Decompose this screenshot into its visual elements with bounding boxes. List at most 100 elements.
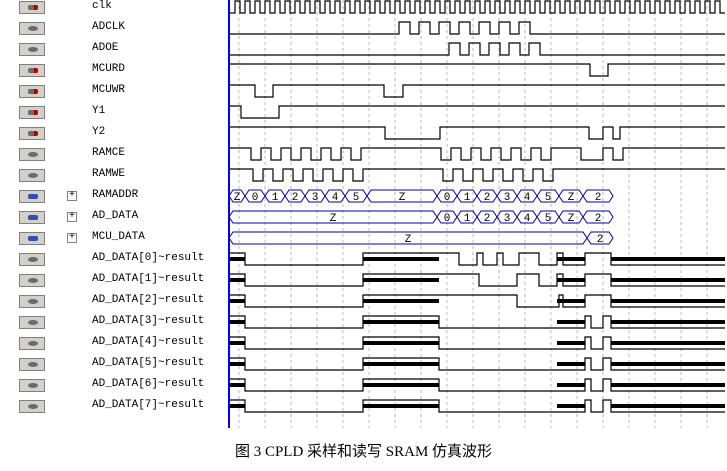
out-pin-icon — [19, 43, 45, 56]
ramaddr-value: 2 — [595, 192, 602, 204]
ad-data-value: 4 — [524, 213, 531, 225]
in-pin-icon — [19, 1, 45, 14]
signal-row-ad-data-1-result[interactable]: AD_DATA[1]~result — [0, 270, 227, 291]
ramaddr-value: 5 — [353, 192, 360, 204]
ramaddr-value: 3 — [504, 192, 511, 204]
signal-name: RAMADDR — [92, 189, 139, 201]
signal-name: AD_DATA[5]~result — [92, 357, 205, 369]
signal-row-ad-data-3-result[interactable]: AD_DATA[3]~result — [0, 312, 227, 333]
signal-row-ad-data-5-result[interactable]: AD_DATA[5]~result — [0, 354, 227, 375]
out-pin-icon — [19, 358, 45, 371]
out-pin-icon — [19, 379, 45, 392]
ad-data-value: Z — [330, 213, 337, 225]
ad-data-value: 5 — [545, 213, 552, 225]
out-pin-icon — [19, 22, 45, 35]
signal-name: AD_DATA[7]~result — [92, 399, 205, 411]
adclk-trace — [230, 21, 725, 35]
signal-row-mcuwr[interactable]: MCUWR — [0, 81, 227, 102]
signal-row-y1[interactable]: Y1 — [0, 102, 227, 123]
ad-data-value: 2 — [484, 213, 491, 225]
signal-row-ad-data-0-result[interactable]: AD_DATA[0]~result — [0, 249, 227, 270]
mcu-data-value: Z — [405, 234, 412, 246]
signal-row-adoe[interactable]: ADOE — [0, 39, 227, 60]
signal-name: MCUWR — [92, 84, 126, 96]
y1-trace — [230, 105, 725, 119]
bus-pin-icon — [19, 211, 45, 224]
ramaddr-value: 1 — [272, 192, 279, 204]
clk-trace — [230, 0, 725, 14]
ramaddr-value: 2 — [484, 192, 491, 204]
ramaddr-value: 1 — [464, 192, 471, 204]
ramaddr-value: 3 — [312, 192, 319, 204]
out-pin-icon — [19, 148, 45, 161]
out-pin-icon — [19, 295, 45, 308]
ramaddr-value: 2 — [292, 192, 299, 204]
signal-row-mcurd[interactable]: MCURD — [0, 60, 227, 81]
in-pin-icon — [19, 106, 45, 119]
mcu-data-segment — [586, 231, 614, 245]
signal-name: MCU_DATA — [92, 231, 145, 243]
out-pin-icon — [19, 337, 45, 350]
signal-row-ad-data-2-result[interactable]: AD_DATA[2]~result — [0, 291, 227, 312]
ramwe-trace — [230, 168, 725, 182]
out-pin-icon — [19, 274, 45, 287]
signal-name: AD_DATA[1]~result — [92, 273, 205, 285]
in-pin-icon — [19, 127, 45, 140]
out-pin-icon — [19, 400, 45, 413]
adoe-trace — [230, 42, 725, 56]
ad-data-segment — [582, 210, 614, 224]
signal-name: RAMWE — [92, 168, 126, 180]
expand-icon[interactable]: + — [67, 232, 77, 243]
signal-row-mcu-data[interactable]: + MCU_DATA — [0, 228, 227, 249]
signal-row-ad-data-4-result[interactable]: AD_DATA[4]~result — [0, 333, 227, 354]
ramaddr-segment — [582, 189, 614, 203]
signal-row-adclk[interactable]: ADCLK — [0, 18, 227, 39]
signal-name: ADCLK — [92, 21, 126, 33]
signal-row-y2[interactable]: Y2 — [0, 123, 227, 144]
mcu-data-value: 2 — [597, 234, 604, 246]
signal-name: AD_DATA — [92, 210, 139, 222]
ramaddr-value: 0 — [252, 192, 259, 204]
ad-data-0-trace — [230, 252, 725, 266]
ad-data-1-trace — [230, 273, 725, 287]
mcurd-trace — [230, 63, 725, 77]
in-pin-icon — [19, 64, 45, 77]
ad-data-value: Z — [568, 213, 575, 225]
mcuwr-trace — [230, 84, 725, 98]
ad-data-value: 1 — [464, 213, 471, 225]
signal-row-clk[interactable]: clk — [0, 0, 227, 18]
expand-icon[interactable]: + — [67, 211, 77, 222]
ad-data-value: 2 — [595, 213, 602, 225]
signal-name: AD_DATA[0]~result — [92, 252, 205, 264]
ad-data-value: 0 — [444, 213, 451, 225]
signal-row-ramce[interactable]: RAMCE — [0, 144, 227, 165]
ramce-trace — [230, 147, 725, 161]
signal-row-ad-data-6-result[interactable]: AD_DATA[6]~result — [0, 375, 227, 396]
signal-row-ad-data[interactable]: + AD_DATA — [0, 207, 227, 228]
signal-row-ramwe[interactable]: RAMWE — [0, 165, 227, 186]
ramaddr-value: 0 — [444, 192, 451, 204]
figure-caption: 图 3 CPLD 采样和读写 SRAM 仿真波形 — [234, 444, 493, 460]
signal-row-ramaddr[interactable]: + RAMADDR — [0, 186, 227, 207]
in-pin-icon — [19, 85, 45, 98]
expand-icon[interactable]: + — [67, 190, 77, 201]
ramaddr-value: Z — [399, 192, 406, 204]
signal-name: Y2 — [92, 126, 106, 138]
signal-name: ADOE — [92, 42, 119, 54]
bus-pin-icon — [19, 190, 45, 203]
signal-name: AD_DATA[6]~result — [92, 378, 205, 390]
out-pin-icon — [19, 169, 45, 182]
ramaddr-value: Z — [568, 192, 575, 204]
y2-trace — [230, 126, 725, 140]
signal-name: AD_DATA[2]~result — [92, 294, 205, 306]
signal-row-ad-data-7-result[interactable]: AD_DATA[7]~result — [0, 396, 227, 417]
ramaddr-value: 4 — [524, 192, 531, 204]
ramaddr-value: 5 — [545, 192, 552, 204]
ad-data-value: 3 — [504, 213, 511, 225]
out-pin-icon — [19, 316, 45, 329]
signal-name: AD_DATA[3]~result — [92, 315, 205, 327]
signal-name: MCURD — [92, 63, 126, 75]
